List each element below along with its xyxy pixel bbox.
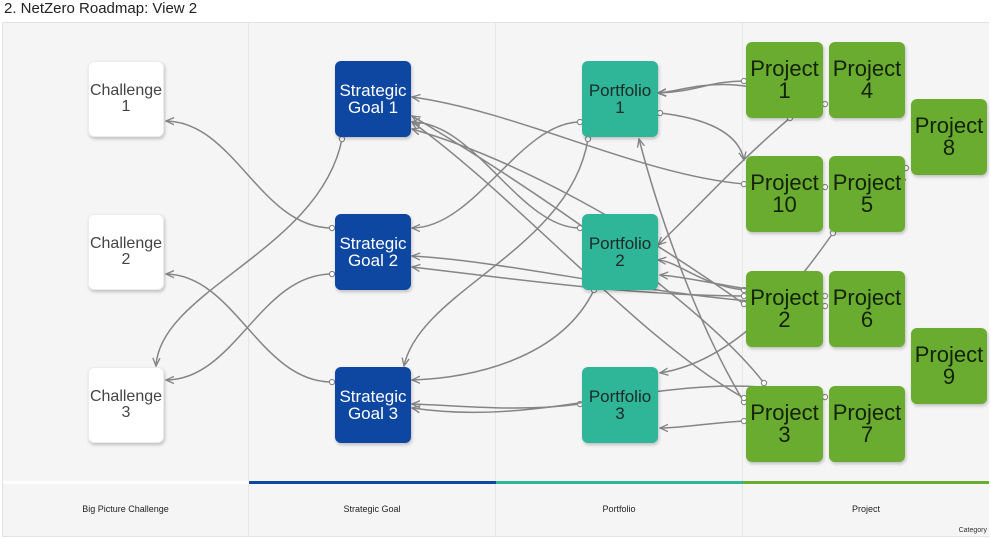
- node-label: Strategic Goal 2: [339, 234, 407, 270]
- node-label: Project 4: [832, 56, 902, 103]
- node-label: Project 3: [750, 400, 819, 447]
- node-label: Project 7: [832, 400, 902, 447]
- node-label: Portfolio 1: [588, 81, 652, 117]
- node-portfolio-3[interactable]: Portfolio 3: [582, 367, 658, 443]
- node-label: Portfolio 3: [588, 387, 652, 423]
- node-project-9[interactable]: Project 9: [911, 328, 987, 404]
- lane-label-big-picture-challenge: Big Picture Challenge: [3, 484, 249, 536]
- node-project-1[interactable]: Project 1: [746, 42, 823, 118]
- link-goal2-to-challenge1: [166, 121, 332, 228]
- link-portfolio2-to-goal1: [412, 122, 580, 228]
- link-goal2-to-challenge3: [166, 274, 332, 380]
- node-label: Challenge 2: [89, 235, 163, 268]
- node-label: Challenge 1: [89, 82, 163, 115]
- link-project7-to-portfolio3: [660, 421, 744, 428]
- node-label: Project 9: [914, 342, 984, 389]
- lane-bar-strategic-goal: [249, 481, 496, 484]
- node-strategic-goal-2[interactable]: Strategic Goal 2: [335, 214, 411, 290]
- node-project-10[interactable]: Project 10: [746, 156, 823, 232]
- node-project-3[interactable]: Project 3: [746, 386, 823, 462]
- lane-bar-portfolio: [496, 481, 743, 484]
- node-portfolio-1[interactable]: Portfolio 1: [582, 61, 658, 137]
- lane-label-project: Project: [743, 484, 989, 536]
- node-label: Project 6: [832, 285, 902, 332]
- page-title: 2. NetZero Roadmap: View 2: [4, 0, 198, 17]
- node-project-8[interactable]: Project 8: [911, 99, 987, 175]
- node-label: Project 1: [750, 56, 819, 103]
- node-strategic-goal-3[interactable]: Strategic Goal 3: [335, 367, 411, 443]
- node-label: Strategic Goal 1: [339, 81, 407, 117]
- node-project-2[interactable]: Project 2: [746, 271, 823, 347]
- link-portfolio2-to-goal3: [412, 290, 594, 380]
- node-label: Project 10: [750, 170, 819, 217]
- link-portfolio1-to-goal2: [412, 122, 580, 228]
- node-portfolio-2[interactable]: Portfolio 2: [582, 214, 658, 290]
- node-label: Project 5: [832, 170, 902, 217]
- node-project-7[interactable]: Project 7: [829, 386, 905, 462]
- node-project-4[interactable]: Project 4: [829, 42, 905, 118]
- node-label: Project 8: [914, 113, 984, 160]
- node-label: Strategic Goal 3: [339, 387, 407, 423]
- node-project-6[interactable]: Project 6: [829, 271, 905, 347]
- link-portfolio1-to-project10: [660, 113, 744, 160]
- link-goal3-to-challenge2: [166, 274, 332, 382]
- node-challenge-3[interactable]: Challenge 3: [88, 367, 164, 443]
- node-label: Project 2: [750, 285, 819, 332]
- node-label: Challenge 3: [89, 388, 163, 421]
- node-project-5[interactable]: Project 5: [829, 156, 905, 232]
- lane-label-strategic-goal: Strategic Goal: [249, 484, 496, 536]
- node-label: Portfolio 2: [588, 234, 652, 270]
- lane-bar-big-picture-challenge: [3, 481, 249, 484]
- link-goal1-to-challenge3: [156, 139, 342, 366]
- node-challenge-1[interactable]: Challenge 1: [88, 61, 164, 137]
- lane-bar-project: [743, 481, 989, 484]
- node-strategic-goal-1[interactable]: Strategic Goal 1: [335, 61, 411, 137]
- lane-label-portfolio: Portfolio: [496, 484, 743, 536]
- legend-category-label: Category: [958, 527, 987, 534]
- link-project2-to-goal1c: [412, 129, 744, 304]
- node-challenge-2[interactable]: Challenge 2: [88, 214, 164, 290]
